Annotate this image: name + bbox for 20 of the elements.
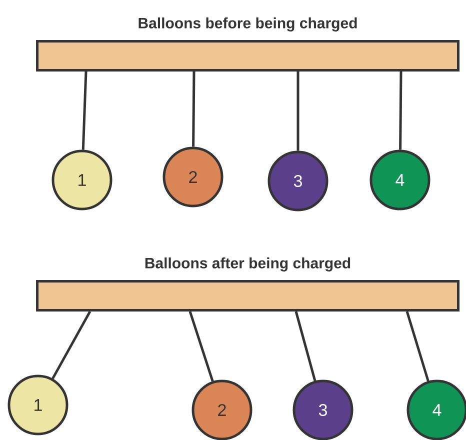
hanging-bar: Balloons after being charged <box>36 257 460 312</box>
node-label: Balloons after being charged <box>145 257 350 272</box>
balloon: 1 <box>52 150 112 210</box>
string <box>82 71 88 150</box>
balloon: 3 <box>292 380 354 440</box>
string <box>406 311 430 382</box>
balloon: 4 <box>370 150 430 210</box>
balloon: 1 <box>8 374 68 436</box>
balloon: 3 <box>268 150 328 212</box>
hanging-bar: Balloons before being charged <box>36 17 460 72</box>
string <box>296 72 300 151</box>
string <box>52 310 92 380</box>
node-label: Balloons before being charged <box>138 17 357 32</box>
string <box>399 72 402 150</box>
string <box>294 311 316 382</box>
string <box>192 72 196 147</box>
string <box>188 311 214 382</box>
balloon: 4 <box>406 380 466 440</box>
balloon: 2 <box>162 146 224 208</box>
balloon: 2 <box>192 380 252 440</box>
